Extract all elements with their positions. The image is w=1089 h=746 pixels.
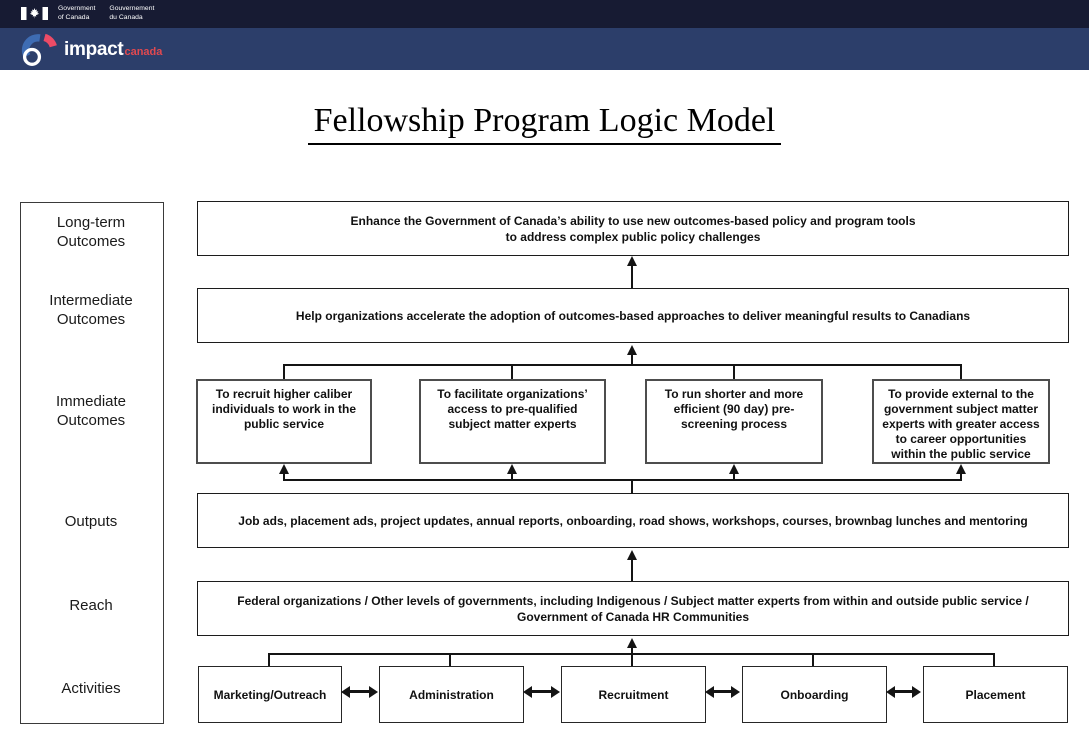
goc-header-bar: Government of Canada Gouvernement du Can…: [0, 0, 1089, 28]
activity-box-placement: Placement: [923, 666, 1068, 723]
connector-line: [349, 690, 371, 693]
connector-line: [268, 653, 270, 666]
connector-line: [631, 264, 633, 288]
activity-box-marketing-outreach: Marketing/Outreach: [198, 666, 342, 723]
arrow-right-icon: [912, 686, 921, 698]
immediate-outcome-box-1: To recruit higher caliber individuals to…: [196, 379, 372, 464]
impact-canada-header-bar: impact canada: [0, 28, 1089, 70]
row-labels-box: [20, 202, 164, 724]
goc-signature-link[interactable]: Government of Canada Gouvernement du Can…: [21, 5, 168, 22]
connector-line: [511, 364, 513, 379]
long-term-outcome-box: Enhance the Government of Canada’s abili…: [197, 201, 1069, 256]
arrow-left-icon: [523, 686, 532, 698]
connector-line: [960, 364, 962, 379]
page-title: Fellowship Program Logic Model: [307, 102, 782, 145]
arrow-left-icon: [341, 686, 350, 698]
connector-line: [733, 364, 735, 379]
connector-line: [631, 479, 633, 494]
connector-line: [449, 653, 451, 666]
arrow-up-icon: [279, 464, 289, 474]
connector-line: [894, 690, 914, 693]
goc-signature-en: Government of Canada: [58, 5, 96, 21]
connector-line: [993, 653, 995, 666]
arrow-left-icon: [705, 686, 714, 698]
connector-line: [733, 472, 735, 481]
brand-suffix: canada: [124, 45, 163, 58]
brand-name: impact: [64, 38, 124, 60]
connector-line: [812, 653, 814, 666]
connector-line: [631, 558, 633, 581]
connector-line: [713, 690, 733, 693]
arrow-up-icon: [627, 638, 637, 648]
connector-line: [631, 653, 633, 666]
arrow-right-icon: [551, 686, 560, 698]
arrow-up-icon: [627, 345, 637, 355]
arrow-right-icon: [369, 686, 378, 698]
immediate-outcome-box-4: To provide external to the government su…: [872, 379, 1050, 464]
goc-signature-fr: Gouvernement du Canada: [109, 5, 155, 21]
reach-box: Federal organizations / Other levels of …: [197, 581, 1069, 636]
connector-line: [631, 353, 633, 366]
connector-line: [283, 472, 285, 481]
connector-line: [283, 364, 285, 379]
arrow-up-icon: [507, 464, 517, 474]
activity-box-onboarding: Onboarding: [742, 666, 887, 723]
impact-canada-logo-link[interactable]: impact canada: [20, 31, 162, 68]
row-label-immediate: Immediate Outcomes: [55, 393, 127, 429]
intermediate-outcome-box: Help organizations accelerate the adopti…: [197, 288, 1069, 343]
activity-box-recruitment: Recruitment: [561, 666, 706, 723]
row-label-activities: Activities: [61, 680, 121, 697]
row-label-long-term: Long-term Outcomes: [56, 214, 126, 250]
title-wrap: Fellowship Program Logic Model: [0, 102, 1089, 145]
connector-line: [283, 479, 962, 481]
connector-line: [531, 690, 553, 693]
connector-line: [283, 364, 962, 366]
arrow-up-icon: [729, 464, 739, 474]
connector-line: [960, 472, 962, 481]
row-label-reach: Reach: [69, 597, 113, 614]
immediate-outcome-box-2: To facilitate organizations’ access to p…: [419, 379, 606, 464]
impact-canada-logo-icon: [21, 33, 57, 66]
brand-wordmark: impact canada: [64, 39, 162, 61]
arrow-right-icon: [731, 686, 740, 698]
row-label-outputs: Outputs: [64, 513, 118, 530]
activity-box-administration: Administration: [379, 666, 524, 723]
connector-line: [631, 646, 633, 655]
arrow-up-icon: [956, 464, 966, 474]
arrow-left-icon: [886, 686, 895, 698]
canada-flag-icon: [21, 7, 48, 20]
immediate-outcome-box-3: To run shorter and more efficient (90 da…: [645, 379, 823, 464]
row-label-intermediate: Intermediate Outcomes: [49, 292, 133, 328]
arrow-up-icon: [627, 550, 637, 560]
outputs-box: Job ads, placement ads, project updates,…: [197, 493, 1069, 548]
arrow-up-icon: [627, 256, 637, 266]
connector-line: [511, 472, 513, 481]
